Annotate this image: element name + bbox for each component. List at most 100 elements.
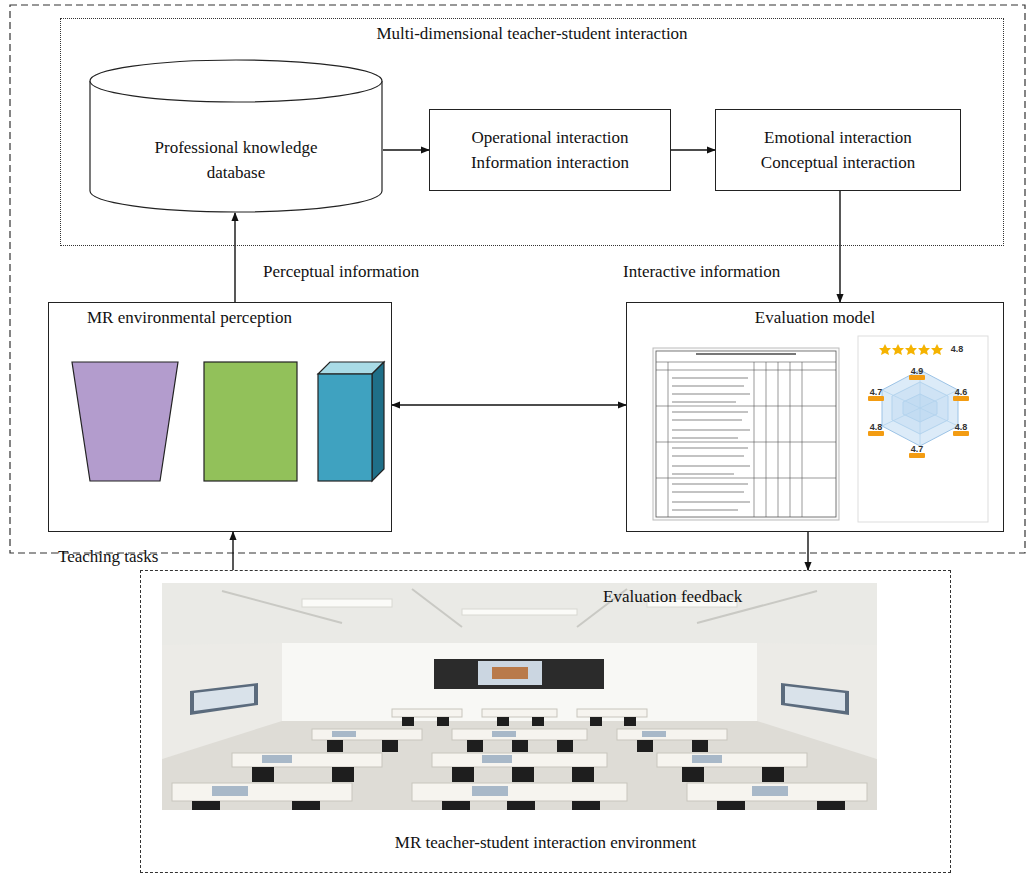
classroom-photo-part-part — [642, 731, 666, 737]
classroom-photo-part-part — [252, 767, 274, 782]
rating-number: 4.7 — [911, 444, 924, 454]
table-image-part — [766, 362, 767, 517]
classroom-photo-part-part — [302, 599, 392, 607]
classroom-photo-part-part — [332, 731, 356, 737]
classroom-photo-part-part — [752, 786, 788, 796]
rating-number: 4.9 — [911, 366, 924, 376]
classroom-photo-part-part — [412, 783, 627, 801]
table-image-part-part — [672, 419, 742, 420]
classroom-photo-part-part — [557, 740, 573, 752]
connector-arrow — [232, 532, 233, 570]
cube-side — [372, 362, 384, 481]
classroom-photo-part-part — [657, 753, 807, 767]
classroom-photo-part-part — [442, 801, 470, 810]
classroom-photo-part-part — [617, 729, 727, 740]
box-text: Information interaction — [471, 150, 629, 175]
classroom-photo-part — [785, 686, 845, 711]
rating-number: 4.6 — [955, 387, 968, 397]
text-wrap: Professional knowledge database — [99, 135, 373, 185]
connector-arrow — [392, 404, 626, 405]
connector-arrow — [839, 191, 840, 302]
box-heading: MR environmental perception — [87, 307, 292, 329]
table-image-part-part — [656, 478, 836, 479]
classroom-photo-part — [781, 683, 849, 715]
table-image-part — [668, 362, 669, 517]
table-image-part-part — [672, 401, 736, 402]
classroom-photo-part-part — [532, 717, 544, 726]
text-wrap: MR teacher-student interaction environme… — [141, 832, 950, 854]
table-image-part-part — [672, 437, 738, 438]
classroom-photo-part-part — [492, 731, 516, 737]
outer-dashed-frame — [10, 5, 1025, 553]
radar-image-part — [882, 370, 958, 446]
classroom-photo-part — [162, 583, 877, 810]
classroom-photo-part-part — [327, 740, 343, 752]
classroom-photo-part-part — [512, 767, 534, 782]
box-text: Professional knowledge database — [99, 135, 373, 185]
rating-number: 4.7 — [870, 387, 883, 397]
classroom-photo-part-part — [462, 609, 577, 615]
classroom-photo-part-part — [482, 709, 557, 717]
database-cylinder: Professional knowledge database — [89, 59, 383, 213]
classroom-photo-part-part — [467, 740, 483, 752]
classroom-photo-part-part — [717, 801, 745, 810]
table-image-part — [790, 362, 791, 517]
table-image-part-part — [672, 501, 750, 502]
table-image-part — [802, 362, 803, 517]
classroom-photo-part-part — [412, 589, 462, 627]
table-image — [653, 348, 839, 520]
radar-image-part-part — [882, 390, 958, 426]
connector-arrow — [671, 149, 715, 150]
classroom-photo-part-part — [624, 717, 636, 726]
rating-number: 4.8 — [951, 344, 964, 354]
classroom-photo-part — [478, 661, 542, 685]
radar-image-part-part — [931, 344, 943, 355]
box-text: Conceptual interaction — [761, 150, 915, 175]
classroom-photo-part — [162, 721, 877, 810]
table-image-part-part — [672, 465, 750, 466]
classroom-photo-part-part — [232, 753, 382, 767]
text-wrap: MR environmental perception — [87, 307, 292, 329]
classroom-photo-part-part — [472, 786, 508, 796]
rating-number: 4.8 — [870, 422, 883, 432]
edge-label: Evaluation feedback — [603, 586, 742, 608]
text-wrap: Multi-dimensional teacher-student intera… — [61, 23, 1003, 45]
classroom-photo-part-part — [392, 709, 462, 717]
classroom-photo-part-part — [762, 767, 784, 782]
table-image-part-part — [672, 491, 744, 492]
text-wrap: Emotional interactionConceptual interact… — [716, 110, 960, 190]
classroom-photo-part — [192, 717, 845, 810]
cube-front — [318, 374, 372, 481]
classroom-photo-part-part — [572, 801, 600, 810]
edge-label: Interactive information — [623, 261, 780, 283]
classroom-photo-part — [282, 643, 757, 721]
table-image-part — [696, 353, 796, 355]
classroom-photo-part-part — [212, 786, 248, 796]
classroom-photo-part-part — [692, 755, 722, 763]
classroom-photo-part-part — [572, 767, 594, 782]
classroom-photo-part-part — [692, 740, 708, 752]
table-image-part — [656, 406, 836, 478]
classroom-photo-part-part — [497, 717, 509, 726]
table-image-part — [656, 362, 836, 363]
table-image-part-part — [656, 406, 836, 407]
radar-image-part-part — [918, 344, 930, 355]
classroom-photo — [162, 583, 877, 810]
box-heading: MR teacher-student interaction environme… — [141, 832, 950, 854]
radar-image-part-part — [879, 344, 891, 355]
perception-shapes — [48, 302, 392, 532]
table-image-part-part — [672, 377, 748, 378]
box-text: Emotional interaction — [764, 125, 912, 150]
classroom-photo-part-part — [402, 717, 414, 726]
classroom-photo-part-part — [192, 801, 220, 810]
table-image-part-part — [656, 442, 836, 443]
classroom-photo-part-part — [482, 755, 512, 763]
table-image-part-part — [672, 509, 738, 510]
edge-label: Teaching tasks — [58, 546, 158, 568]
group-box: Multi-dimensional teacher-student intera… — [60, 18, 1004, 246]
radar-image-part — [868, 375, 969, 458]
classroom-photo-part — [212, 731, 788, 796]
classroom-photo-part-part — [590, 717, 602, 726]
classroom-photo-part-part — [332, 767, 354, 782]
cylinder-outline — [89, 59, 383, 213]
